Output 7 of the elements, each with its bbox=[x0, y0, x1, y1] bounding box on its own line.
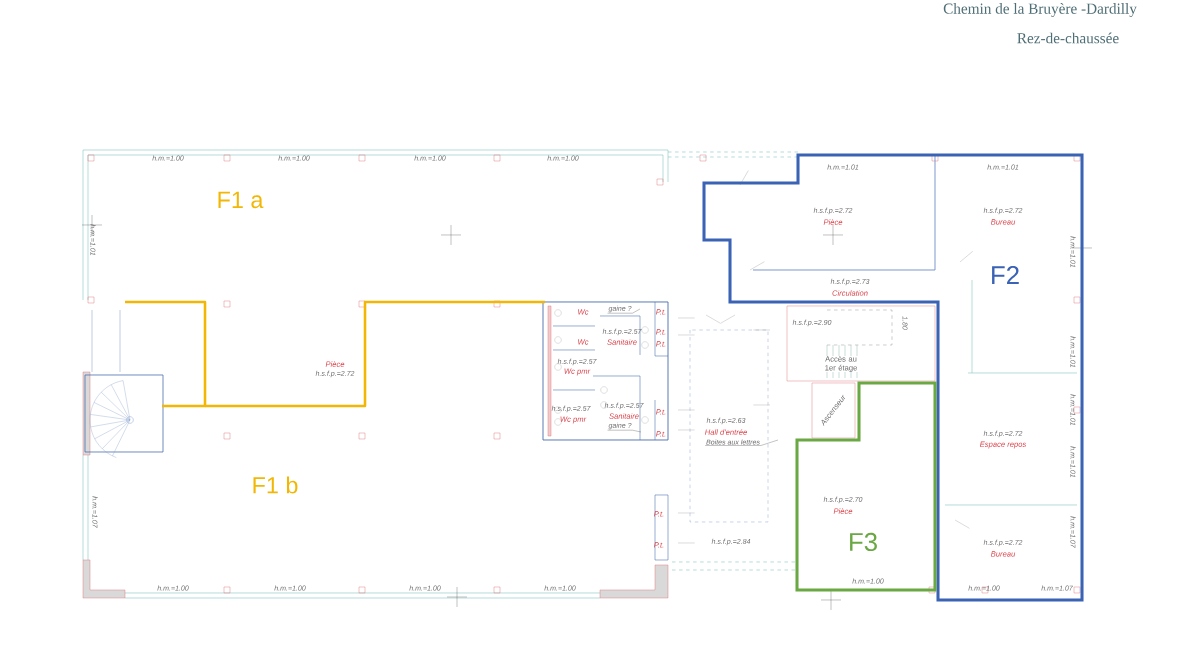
zone-label: F1 b bbox=[253, 476, 298, 494]
title: Chemin de la Bruyère -Dardilly bbox=[943, 3, 1137, 17]
leader-line bbox=[607, 430, 642, 433]
zone-label: F1 a bbox=[218, 191, 264, 209]
leader-line bbox=[607, 308, 641, 314]
leader-line bbox=[704, 439, 779, 446]
title: Rez-de-chaussée bbox=[1017, 32, 1119, 44]
